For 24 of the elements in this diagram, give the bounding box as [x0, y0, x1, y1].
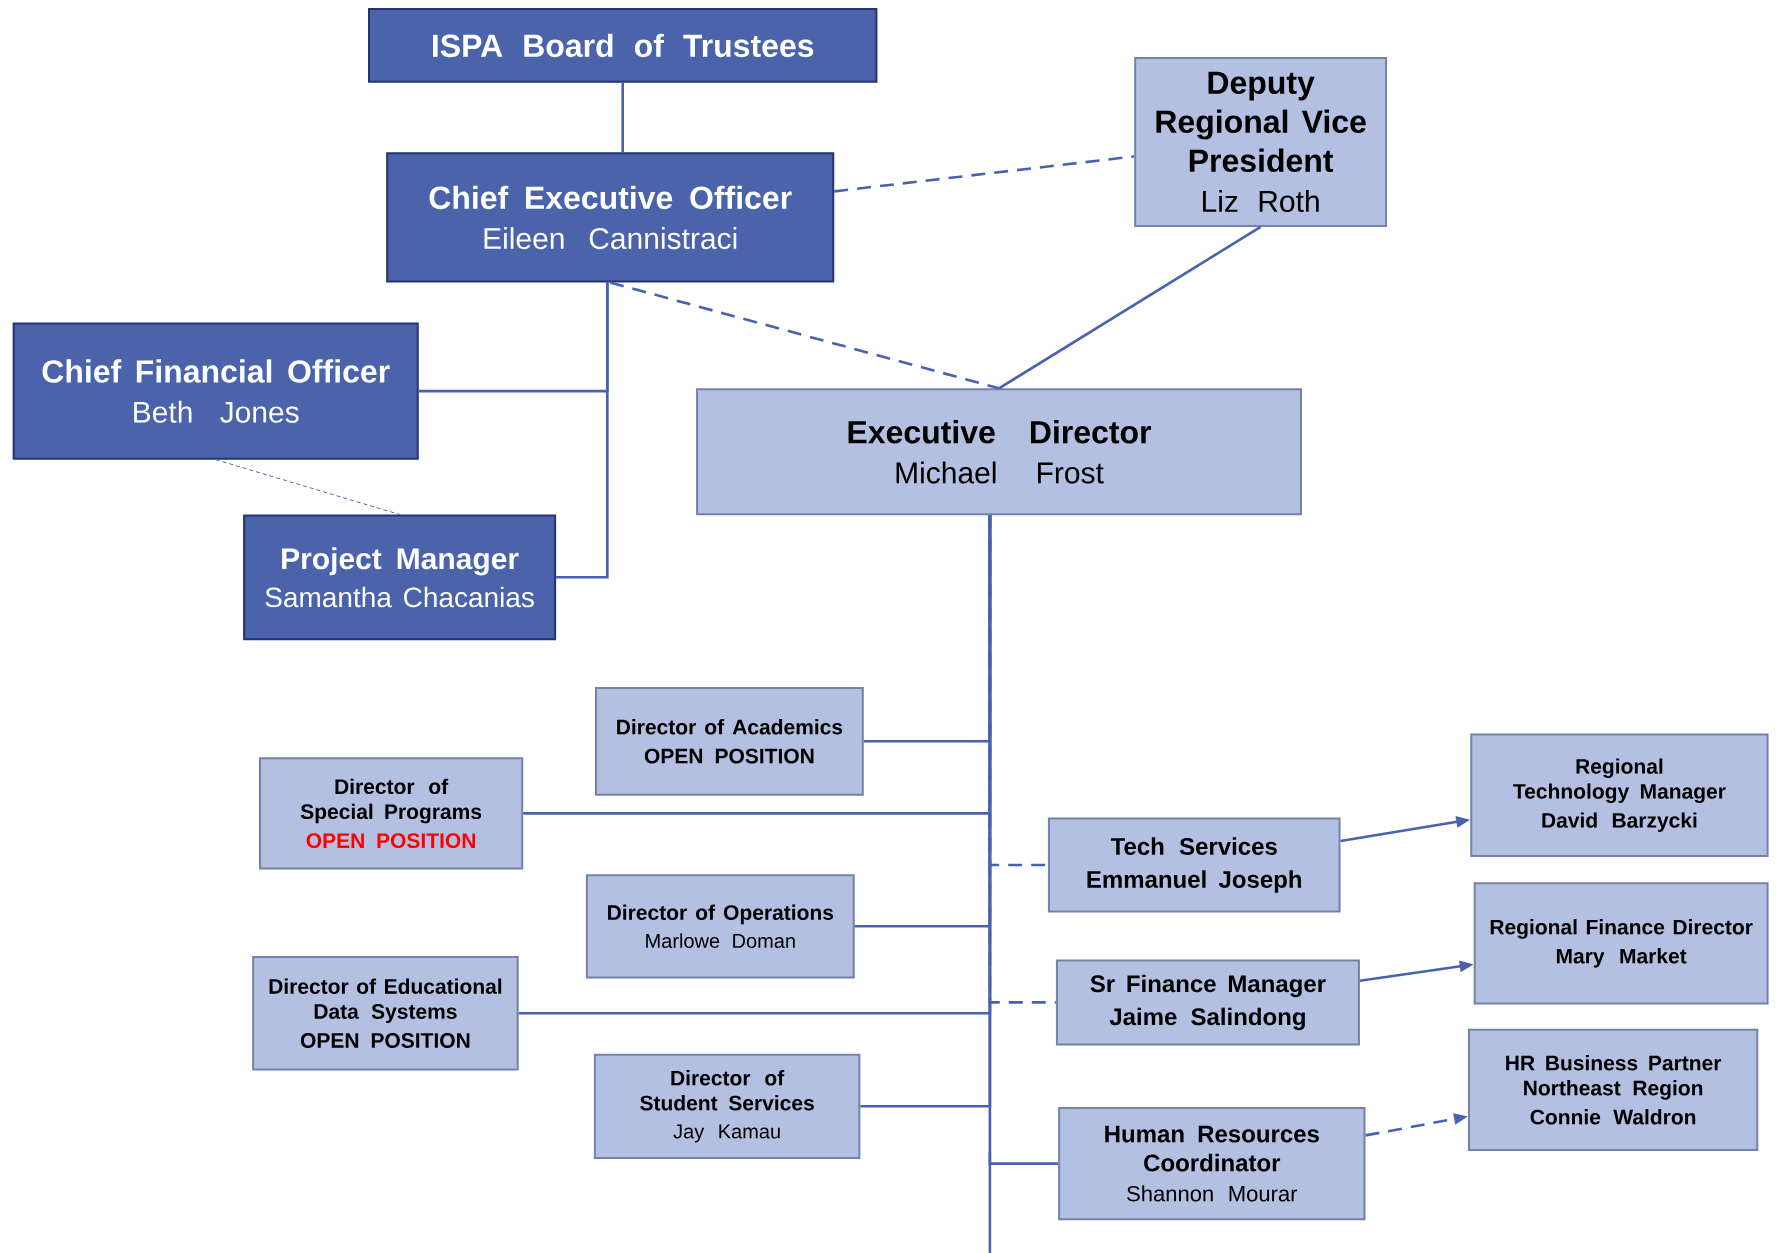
org-box: Director of Educational Data Systems OPEN POSITION: [252, 956, 519, 1071]
org-box: Chief Executive Officer Eileen Cannistraci: [386, 152, 835, 283]
connector-line: [834, 155, 1135, 193]
org-box: Director of Operations Marlowe Doman: [585, 874, 855, 979]
org-box: Director of Student Services Jay Kamau: [593, 1053, 861, 1159]
connector-line: [621, 82, 624, 153]
connector-line: [556, 282, 609, 579]
org-box: Deputy Regional Vice President Liz Roth: [1134, 56, 1388, 227]
org-box: Project Manager Samantha Chacanias: [243, 514, 557, 641]
org-box: Chief Financial Officer Beth Jones: [12, 322, 419, 460]
org-box: ISPA Board of Trustees: [368, 8, 878, 83]
org-box: Sr Finance Manager Jaime Salindong: [1055, 959, 1360, 1046]
org-box: Executive Director Michael Frost: [696, 388, 1302, 516]
connector-line: [998, 225, 1262, 390]
connector-line: [988, 515, 1059, 1165]
org-box: HR Business Partner Northeast Region Connie Waldron: [1467, 1028, 1759, 1151]
org-box: Director of Academics OPEN POSITION: [595, 686, 864, 796]
org-box: Tech Services Emmanuel Joseph: [1047, 817, 1341, 913]
org-box: Human Resources Coordinator Shannon Mourar: [1058, 1107, 1366, 1221]
org-box: Director of Special Programs OPEN POSITION: [259, 757, 524, 870]
org-box: Regional Technology Manager David Barzycki: [1470, 733, 1769, 857]
connector-line: [609, 281, 1000, 390]
connector-line: [215, 459, 401, 515]
org-box: Regional Finance Director Mary Market: [1473, 882, 1769, 1005]
